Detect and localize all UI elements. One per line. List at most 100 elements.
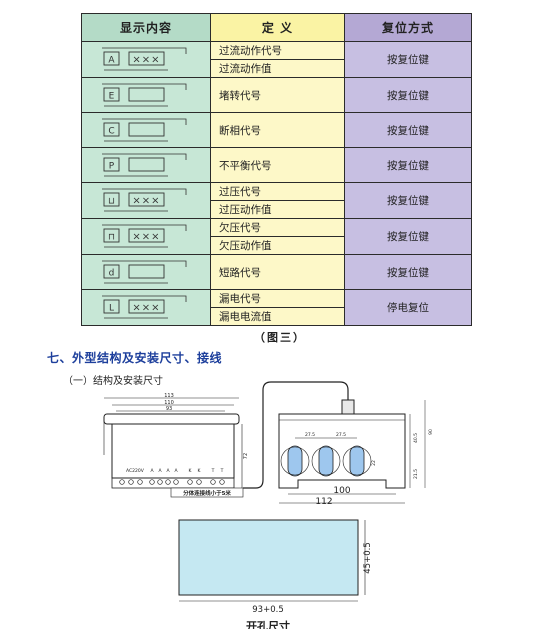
figure-caption: （图三） <box>254 331 306 344</box>
dim-113-label: 113 <box>164 393 174 399</box>
definition-cell: 过压动作值 <box>210 200 345 219</box>
table-row: L ××× 漏电代号停电复位 <box>81 289 472 326</box>
reset-method-cell: 按复位键 <box>344 41 472 78</box>
table-row: E 堵转代号按复位键 <box>81 77 472 113</box>
dim-22-label: 22 <box>371 460 377 466</box>
dim-110-label: 110 <box>164 400 174 406</box>
terminal-label: A <box>174 468 178 474</box>
definition-cell: 堵转代号 <box>210 77 345 113</box>
display-digits: ××× <box>132 55 160 66</box>
terminal-screw <box>173 479 179 485</box>
display-code-letter: ⊓ <box>108 233 115 243</box>
dim-40-5-label: 40.5 <box>413 433 419 443</box>
definition-cell: 欠压代号 <box>210 218 345 237</box>
terminal-screw <box>210 479 216 485</box>
display-digits: ××× <box>132 196 160 207</box>
definition-cell: 过压代号 <box>210 182 345 201</box>
table-row: P 不平衡代号按复位键 <box>81 147 472 183</box>
display-code-letter: ⊔ <box>108 197 115 207</box>
display-code-cell: P <box>81 147 211 183</box>
terminal-screw <box>196 479 202 485</box>
terminal-screw <box>157 479 163 485</box>
display-code-letter: E <box>109 92 115 102</box>
cutout-title: 开孔尺寸 <box>246 619 290 629</box>
terminal-screw <box>187 479 193 485</box>
col-header-reset: 复位方式 <box>344 13 472 42</box>
dim-112-label: 112 <box>315 497 332 507</box>
lcd-display-icon: E <box>102 83 187 107</box>
reset-method-cell: 按复位键 <box>344 182 472 219</box>
lcd-display-icon: ⊔ ××× <box>102 188 187 212</box>
display-code-cell: A ××× <box>81 41 211 78</box>
display-code-letter: P <box>109 162 115 172</box>
lcd-display-icon: C <box>102 118 187 142</box>
definition-cell: 漏电代号 <box>210 289 345 308</box>
table-row: C 断相代号按复位键 <box>81 112 472 148</box>
definition-cell: 过流动作值 <box>210 59 345 78</box>
dim-27-5-right: 27.5 <box>336 432 346 438</box>
terminal-label: T <box>211 468 215 474</box>
definition-cell: 欠压动作值 <box>210 236 345 255</box>
display-code-letter: d <box>109 269 115 279</box>
terminal-screw <box>137 479 143 485</box>
definition-cell: 短路代号 <box>210 254 345 290</box>
terminal-screw <box>128 479 134 485</box>
transformer-view: 27.5 27.5 22 40.5 90 21.5 100 112 <box>278 399 434 507</box>
display-code-cell: C <box>81 112 211 148</box>
section-heading: 七、外型结构及安装尺寸、接线 <box>47 351 223 365</box>
dim-21-5-label: 21.5 <box>413 469 419 479</box>
terminal-label: A <box>166 468 170 474</box>
terminal-label: T <box>220 468 224 474</box>
cutout-height-label: 45+0.5 <box>363 542 373 573</box>
reset-method-cell: 按复位键 <box>344 112 472 148</box>
display-code-letter: A <box>108 56 115 66</box>
definition-cell: 不平衡代号 <box>210 147 345 183</box>
reset-method-cell: 停电复位 <box>344 289 472 326</box>
reset-method-cell: 按复位键 <box>344 218 472 255</box>
terminal-label: K <box>189 468 193 474</box>
connecting-cable <box>243 381 349 489</box>
table-row: A ××× 过流动作代号按复位键 <box>81 41 472 78</box>
display-code-cell: ⊓ ××× <box>81 218 211 255</box>
display-code-cell: L ××× <box>81 289 211 326</box>
display-code-cell: E <box>81 77 211 113</box>
lcd-display-icon: L ××× <box>102 295 187 319</box>
display-code-cell: ⊔ ××× <box>81 182 211 219</box>
lcd-display-icon: d <box>102 260 187 284</box>
table-row: ⊔ ××× 过压代号按复位键 <box>81 182 472 219</box>
display-code-cell: d <box>81 254 211 290</box>
terminal-label: A <box>150 468 154 474</box>
display-digits: ××× <box>132 303 160 314</box>
dim-27-5-left: 27.5 <box>305 432 315 438</box>
subsection-heading: （一）结构及安装尺寸 <box>63 376 163 387</box>
definition-cell: 过流动作代号 <box>210 41 345 60</box>
terminal-label: K <box>198 468 202 474</box>
dim-90-label: 90 <box>428 429 434 435</box>
dim-100-label: 100 <box>333 486 350 496</box>
lcd-display-icon: ⊓ ××× <box>102 224 187 248</box>
col-header-definition: 定 义 <box>210 13 345 42</box>
dim-72-label: 72 <box>243 453 249 459</box>
terminal-screw <box>165 479 171 485</box>
cable-note: 分体连接线小于5米 <box>183 489 231 497</box>
table-row: ⊓ ××× 欠压代号按复位键 <box>81 218 472 255</box>
display-code-letter: L <box>109 304 114 314</box>
table-row: 欠压动作值 <box>82 236 472 255</box>
panel-cutout: 45+0.5 93+0.5 开孔尺寸 <box>178 519 373 629</box>
table-row: 漏电电流值 <box>82 307 472 326</box>
lcd-display-icon: A ××× <box>102 47 187 71</box>
table-header-row: 显示内容 定 义 复位方式 <box>81 13 472 42</box>
col-header-display: 显示内容 <box>81 13 211 42</box>
definition-cell: 漏电电流值 <box>210 307 345 326</box>
lcd-display-icon: P <box>102 153 187 177</box>
reset-method-cell: 按复位键 <box>344 147 472 183</box>
definition-cell: 断相代号 <box>210 112 345 148</box>
display-code-letter: C <box>108 127 114 137</box>
cutout-width-label: 93+0.5 <box>252 605 283 615</box>
reset-method-cell: 按复位键 <box>344 77 472 113</box>
display-digits: ××× <box>132 232 160 243</box>
